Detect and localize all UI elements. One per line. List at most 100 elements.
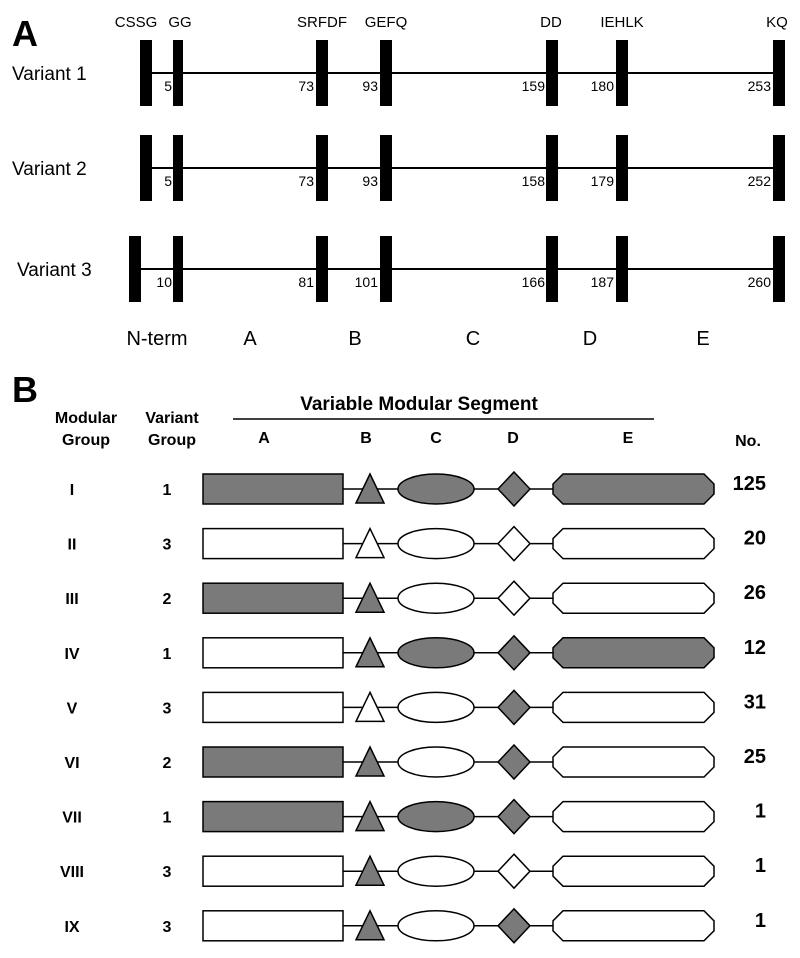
motif-label: DD bbox=[540, 14, 562, 31]
variant-group-id: 3 bbox=[163, 537, 172, 554]
module-a-rectangle bbox=[202, 855, 344, 887]
motif-bar bbox=[140, 40, 152, 106]
module-e-bar bbox=[552, 800, 715, 833]
count-header: No. bbox=[735, 433, 761, 450]
residue-position: 5 bbox=[164, 78, 172, 94]
motif-bar bbox=[773, 135, 785, 201]
residue-position: 187 bbox=[591, 274, 615, 290]
module-c-ellipse bbox=[397, 473, 475, 505]
column-header-e: E bbox=[623, 430, 634, 447]
motif-bar bbox=[773, 236, 785, 302]
motif-bar bbox=[173, 40, 183, 106]
column-header-c: C bbox=[430, 430, 442, 447]
motif-label: CSSG bbox=[115, 14, 158, 31]
module-e-bar bbox=[552, 746, 715, 778]
module-c-ellipse bbox=[397, 637, 475, 669]
modular-group-id: IX bbox=[64, 919, 79, 936]
module-a-rectangle bbox=[202, 800, 344, 833]
residue-position: 180 bbox=[591, 78, 615, 94]
segment-label-e: E bbox=[696, 328, 709, 350]
residue-position: 73 bbox=[298, 78, 314, 94]
modular-group-id: III bbox=[65, 591, 78, 608]
module-a-rectangle bbox=[202, 582, 344, 614]
motif-bar bbox=[173, 135, 183, 201]
module-c-ellipse bbox=[397, 910, 475, 942]
motif-bar bbox=[380, 40, 392, 106]
module-b-triangle bbox=[354, 581, 386, 613]
module-e-bar bbox=[552, 910, 715, 942]
module-e-bar bbox=[552, 473, 715, 505]
variant-group-id: 3 bbox=[163, 700, 172, 717]
segment-label-c: C bbox=[466, 328, 480, 350]
motif-bar bbox=[316, 236, 328, 302]
modular-group-id: I bbox=[70, 482, 74, 499]
module-b-triangle bbox=[354, 854, 386, 886]
sequence-count: 1 bbox=[755, 855, 766, 877]
modular-group-id: VI bbox=[64, 755, 79, 772]
variant-group-id: 1 bbox=[163, 482, 172, 499]
residue-position: 81 bbox=[298, 274, 314, 290]
module-d-diamond bbox=[496, 853, 532, 890]
module-a-rectangle bbox=[202, 691, 344, 724]
motif-label: KQ bbox=[766, 14, 788, 31]
module-c-ellipse bbox=[397, 582, 475, 614]
motif-bar bbox=[380, 236, 392, 302]
module-b-triangle bbox=[354, 636, 386, 668]
motif-label: IEHLK bbox=[600, 14, 643, 31]
module-b-triangle bbox=[354, 472, 386, 504]
module-c-ellipse bbox=[397, 855, 475, 887]
residue-position: 166 bbox=[522, 274, 546, 290]
sequence-count: 12 bbox=[744, 637, 766, 659]
modular-group-header-line2: Group bbox=[62, 432, 110, 449]
residue-position: 93 bbox=[362, 173, 378, 189]
column-header-a: A bbox=[258, 430, 270, 447]
module-e-bar bbox=[552, 582, 715, 614]
module-a-rectangle bbox=[202, 527, 344, 560]
segment-label-d: D bbox=[583, 328, 597, 350]
motif-bar bbox=[129, 236, 141, 302]
variant-name: Variant 2 bbox=[12, 159, 87, 180]
modular-group-header-line1: Modular bbox=[55, 410, 117, 427]
sequence-count: 20 bbox=[744, 528, 766, 550]
module-e-bar bbox=[552, 855, 715, 887]
residue-position: 5 bbox=[164, 173, 172, 189]
variant-group-header-line2: Group bbox=[148, 432, 196, 449]
motif-label: SRFDF bbox=[297, 14, 347, 31]
residue-position: 101 bbox=[355, 274, 379, 290]
module-e-bar bbox=[552, 527, 715, 560]
motif-label: GEFQ bbox=[365, 14, 408, 31]
module-d-diamond bbox=[496, 743, 532, 781]
motif-bar bbox=[316, 40, 328, 106]
panel-a-label: A bbox=[12, 13, 38, 54]
motif-bar bbox=[616, 236, 628, 302]
segment-label-nterm: N-term bbox=[126, 328, 187, 350]
column-header-b: B bbox=[360, 430, 372, 447]
sequence-count: 31 bbox=[744, 691, 766, 713]
motif-bar bbox=[616, 40, 628, 106]
modular-group-id: VII bbox=[62, 810, 82, 827]
modular-group-id: VIII bbox=[60, 864, 84, 881]
module-d-diamond bbox=[496, 634, 532, 671]
module-a-rectangle bbox=[202, 910, 344, 942]
sequence-count: 125 bbox=[733, 473, 766, 495]
module-d-diamond bbox=[496, 580, 532, 617]
panel-b-label: B bbox=[12, 369, 38, 410]
segment-label-a: A bbox=[243, 328, 257, 350]
modular-group-id: II bbox=[68, 537, 77, 554]
module-d-diamond bbox=[496, 907, 532, 944]
modular-group-id: IV bbox=[64, 646, 79, 663]
motif-bar bbox=[616, 135, 628, 201]
group-row: I 1 125 bbox=[70, 470, 766, 508]
module-b-triangle bbox=[354, 909, 386, 941]
residue-position: 179 bbox=[591, 173, 615, 189]
variant-name: Variant 3 bbox=[17, 260, 92, 281]
sequence-count: 1 bbox=[755, 801, 766, 823]
module-d-diamond bbox=[496, 798, 532, 835]
motif-bar bbox=[546, 135, 558, 201]
variant-name: Variant 1 bbox=[12, 64, 87, 85]
